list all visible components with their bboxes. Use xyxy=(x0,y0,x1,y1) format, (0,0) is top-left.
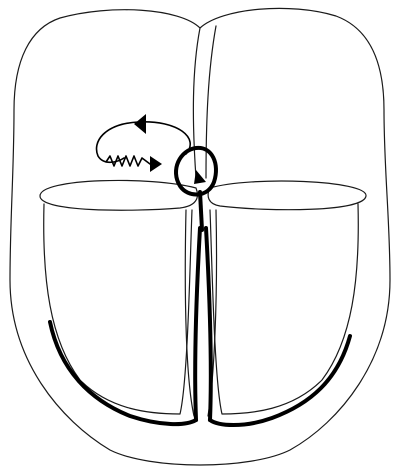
left-purkinje-fibers xyxy=(50,322,196,424)
right-purkinje-fibers xyxy=(210,336,350,425)
right-valve-plane xyxy=(208,181,366,210)
left-bundle-branch xyxy=(195,228,200,420)
septum-outer-left xyxy=(185,210,194,416)
zigzag-arrow-icon xyxy=(150,156,162,172)
zigzag-path xyxy=(106,156,150,166)
left-valve-plane xyxy=(40,180,197,210)
node-loop-arrow-icon xyxy=(194,170,206,184)
his-bundle xyxy=(200,192,202,230)
right-ventricle-wall xyxy=(210,204,358,414)
reentry-loop-arrow-icon xyxy=(134,114,146,134)
left-ventricle-wall xyxy=(44,204,192,414)
right-bundle-branch xyxy=(206,228,211,420)
atrial-septum-left xyxy=(193,28,200,178)
